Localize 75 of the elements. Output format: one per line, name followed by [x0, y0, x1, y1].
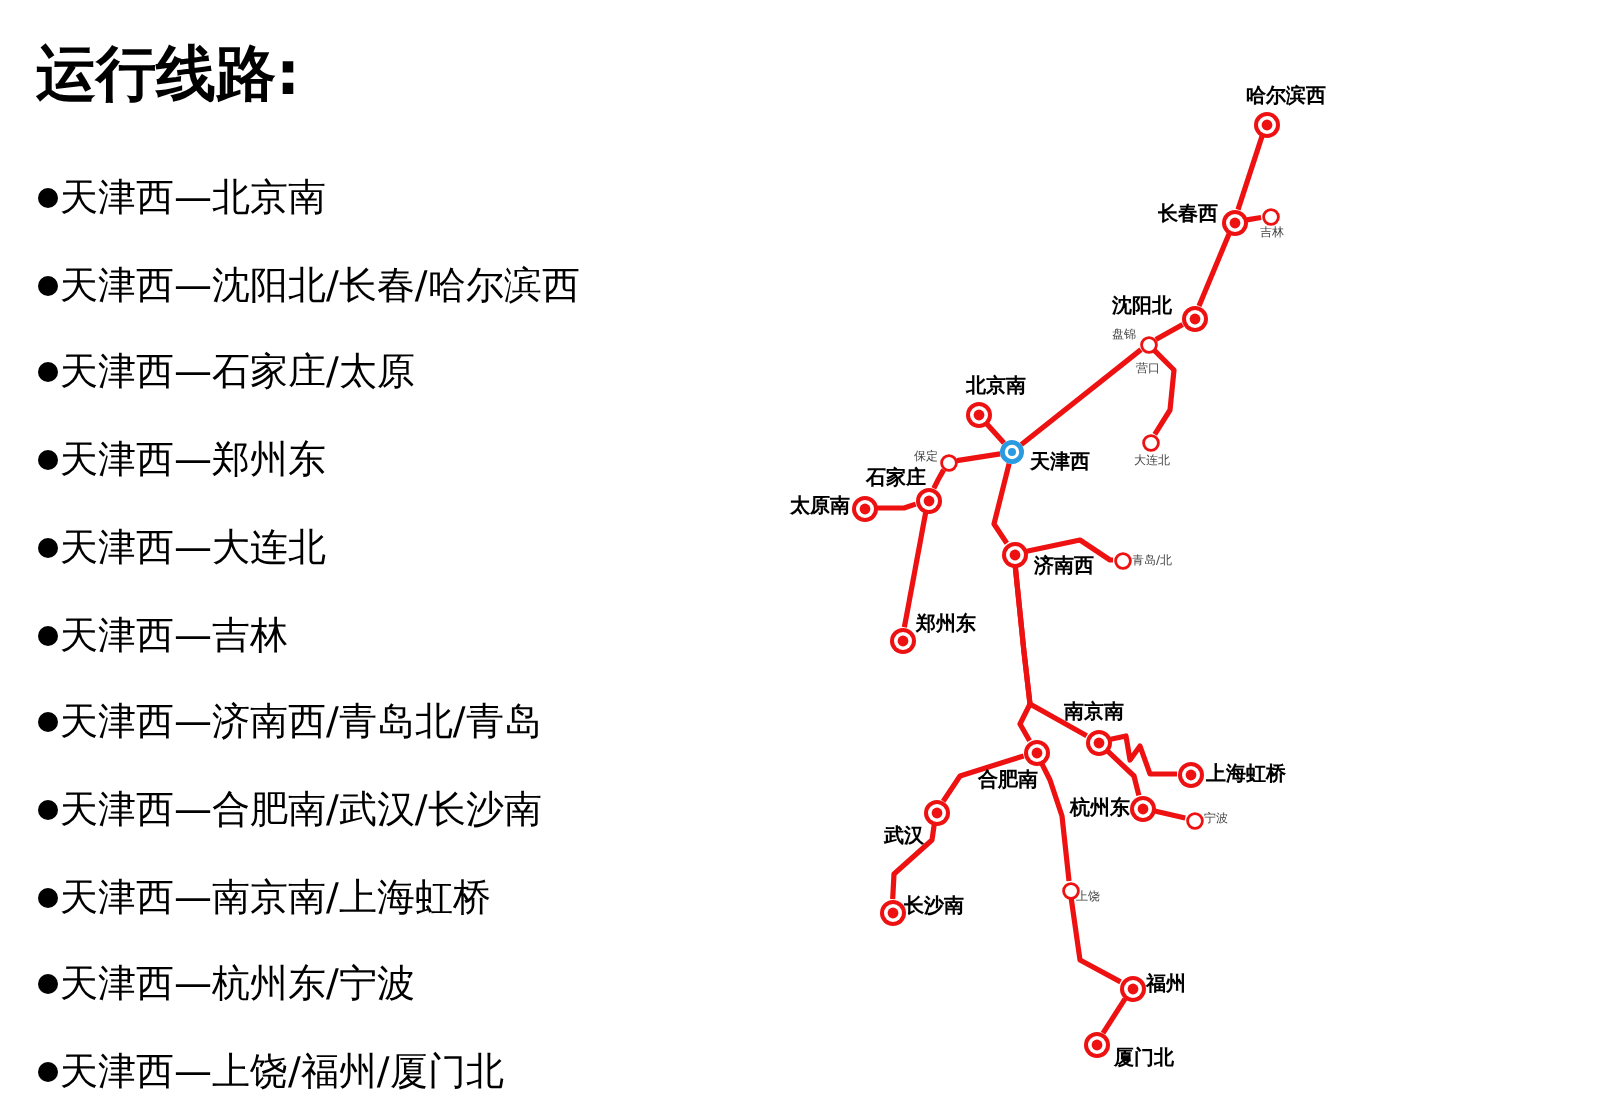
station-marker — [1177, 761, 1203, 787]
stop-marker — [1141, 433, 1159, 451]
route-item: 天津西—南京南/上海虹桥 — [60, 873, 491, 922]
route-item: 天津西—合肥南/武汉/长沙南 — [60, 785, 542, 834]
rail-line — [1154, 808, 1186, 821]
station-marker — [923, 799, 949, 825]
route-item: 天津西—上饶/福州/厦门北 — [60, 1048, 504, 1096]
rail-line — [1039, 762, 1072, 882]
stop-marker — [1261, 207, 1279, 225]
route-item: 天津西—济南西/青岛北/青岛 — [60, 698, 542, 747]
station-marker — [879, 899, 905, 925]
stop-marker — [1113, 551, 1131, 569]
rail-line — [1026, 537, 1113, 563]
route-item: 天津西—吉林 — [60, 611, 288, 659]
station-name: 武汉 — [884, 826, 924, 850]
station-marker — [1129, 795, 1155, 821]
rail-line — [1196, 233, 1232, 307]
rail-line — [1154, 322, 1184, 342]
station-name: 上海虹桥 — [1206, 764, 1286, 788]
station-marker — [1001, 541, 1027, 567]
station-marker — [1221, 209, 1247, 235]
rail-line — [1068, 898, 1122, 985]
station-name: 北京南 — [966, 376, 1026, 400]
station-name: 沈阳北 — [1112, 296, 1172, 320]
station-marker — [851, 495, 877, 521]
station-name: 长春西 — [1158, 204, 1218, 228]
station-marker — [1119, 975, 1145, 1001]
station-name: 合肥南 — [978, 770, 1038, 794]
station-marker — [1023, 739, 1049, 765]
route-item: 天津西—北京南 — [60, 174, 326, 222]
rail-line — [931, 468, 946, 490]
stop-marker — [1139, 335, 1157, 353]
rail-line — [991, 463, 1012, 545]
rail-line — [1110, 733, 1177, 777]
station-name: 太原南 — [790, 496, 850, 520]
station-marker — [1253, 111, 1279, 137]
rail-line — [890, 824, 937, 900]
stop-marker — [1185, 811, 1203, 829]
station-name: 哈尔滨西 — [1246, 86, 1326, 110]
route-item: 天津西—郑州东 — [60, 436, 326, 485]
station-name: 厦门北 — [1114, 1048, 1174, 1072]
station-name: 杭州东 — [1070, 798, 1130, 822]
station-name: 郑州东 — [916, 614, 976, 638]
rail-line — [984, 421, 1006, 445]
station-name: 南京南 — [1064, 702, 1124, 726]
station-name: 石家庄 — [866, 468, 926, 492]
rail-line — [941, 753, 1025, 803]
route-item: 天津西—杭州东/宁波 — [60, 960, 415, 1009]
rail-line — [1019, 347, 1143, 447]
title: 运行线路: — [36, 40, 300, 112]
rail-line — [901, 512, 929, 628]
route-item: 天津西—石家庄/太原 — [60, 348, 415, 397]
station-marker — [1083, 1031, 1109, 1057]
rail-line — [1105, 749, 1142, 796]
station-marker — [1085, 729, 1111, 755]
stop-marker — [1061, 881, 1079, 899]
rail-line — [1235, 135, 1265, 211]
station-marker — [915, 487, 941, 513]
rail-line — [877, 501, 917, 511]
stop-marker — [939, 453, 957, 471]
rail-line — [1012, 566, 1033, 742]
rail-line — [956, 451, 1001, 464]
rail-line — [1152, 348, 1177, 436]
rail-line — [1246, 214, 1262, 223]
station-name: 福州 — [1146, 974, 1186, 998]
station-name: 天津西 — [1030, 452, 1090, 476]
station-marker — [1181, 305, 1207, 331]
station-name: 长沙南 — [904, 896, 964, 920]
station-marker — [1000, 440, 1024, 464]
route-item: 天津西—大连北 — [60, 523, 326, 572]
route-item: 天津西—沈阳北/长春/哈尔滨西 — [60, 261, 580, 310]
rail-line — [1100, 997, 1128, 1035]
station-marker — [965, 401, 991, 427]
station-name: 济南西 — [1034, 556, 1094, 580]
station-marker — [889, 627, 915, 653]
